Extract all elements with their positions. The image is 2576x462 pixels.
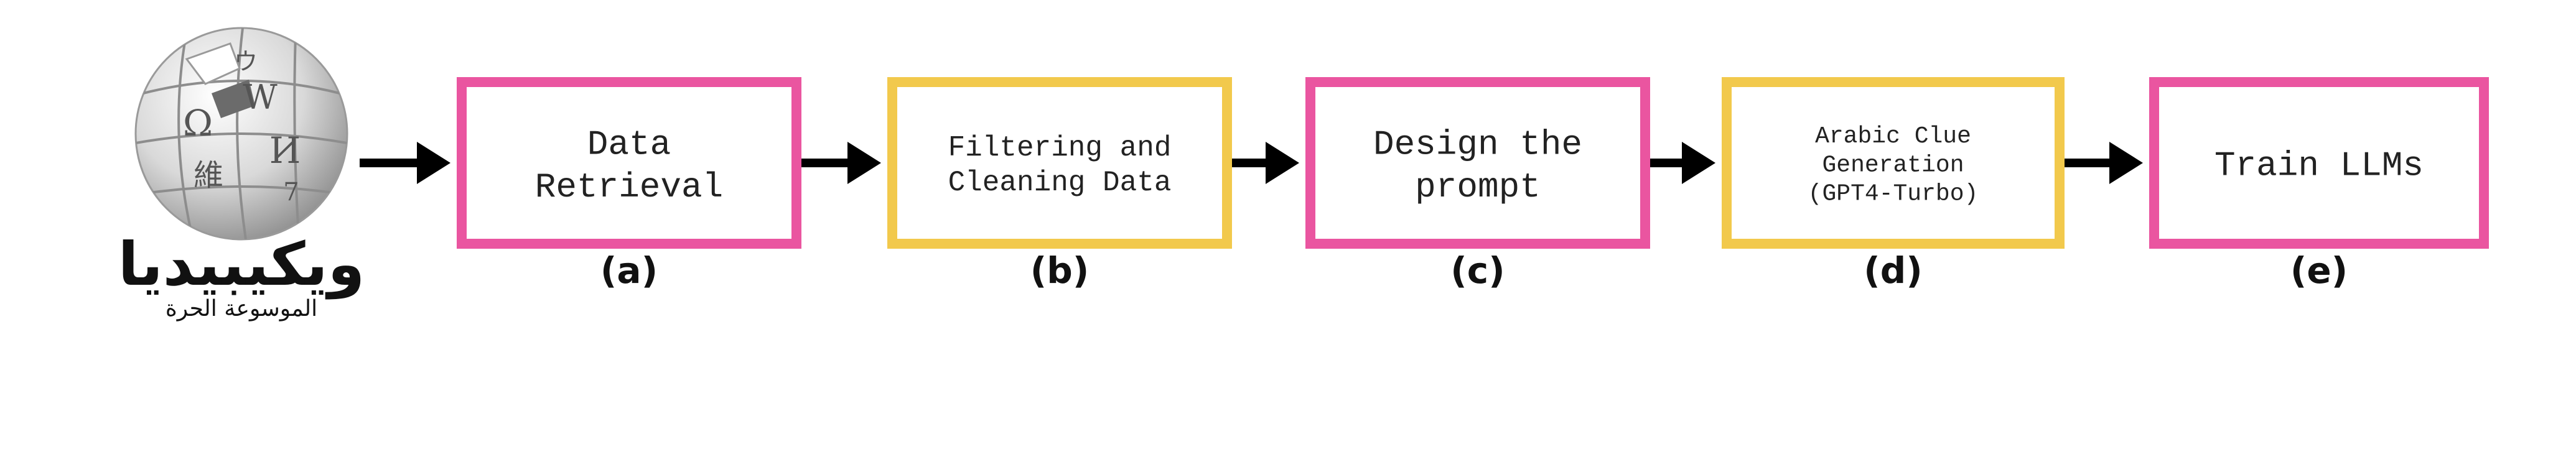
step-text-line: Retrieval [535, 167, 723, 207]
globe-glyph: ウ [234, 48, 258, 75]
globe-glyph: 維 [194, 158, 223, 193]
step-text-line: Filtering and [948, 132, 1172, 164]
globe-glyph: И [269, 129, 301, 172]
step-text-line: (GPT4-Turbo) [1808, 181, 1979, 208]
step-label: (d) [1864, 249, 1923, 292]
step-text-line: Train LLMs [2214, 146, 2424, 186]
step-text-line: Data [587, 124, 671, 164]
globe-glyph: 7 [283, 178, 299, 206]
step-box [2149, 77, 2489, 249]
flow-arrows [360, 142, 2143, 184]
globe-glyph: W [243, 78, 278, 117]
step-text-line: Cleaning Data [948, 167, 1172, 199]
globe-glyph: Ω [183, 102, 213, 144]
flow-arrow-head [417, 142, 450, 184]
step-label: (e) [2290, 249, 2348, 292]
step-5: Train LLMs (e) [2149, 77, 2489, 292]
flow-arrow-head [1682, 142, 1715, 184]
logo-subtitle: الموسوعة الحرة [166, 296, 317, 321]
step-label: (a) [600, 249, 658, 292]
step-text-line: Design the [1373, 124, 1582, 164]
step-text-line: prompt [1415, 167, 1541, 207]
step-box [1722, 77, 2065, 249]
step-label: (b) [1030, 249, 1090, 292]
step-label: (c) [1450, 249, 1505, 292]
wikipedia-puzzle-globe-icon: ΩWИ 維 ウ 7 [134, 27, 348, 241]
flow-arrow-head [847, 142, 881, 184]
flow-arrow-head [1266, 142, 1299, 184]
step-box [887, 77, 1232, 249]
flow-arrow-head [2109, 142, 2143, 184]
wikipedia-logo: ΩWИ 維 ウ 7 ويكيبيديا الموسوعة الحرة [118, 27, 365, 321]
logo-title: ويكيبيديا [118, 229, 365, 300]
step-text-line: Generation [1822, 152, 1964, 178]
step-text-line: Arabic Clue [1815, 123, 1971, 150]
step-box [457, 77, 801, 249]
step-box [1305, 77, 1650, 249]
